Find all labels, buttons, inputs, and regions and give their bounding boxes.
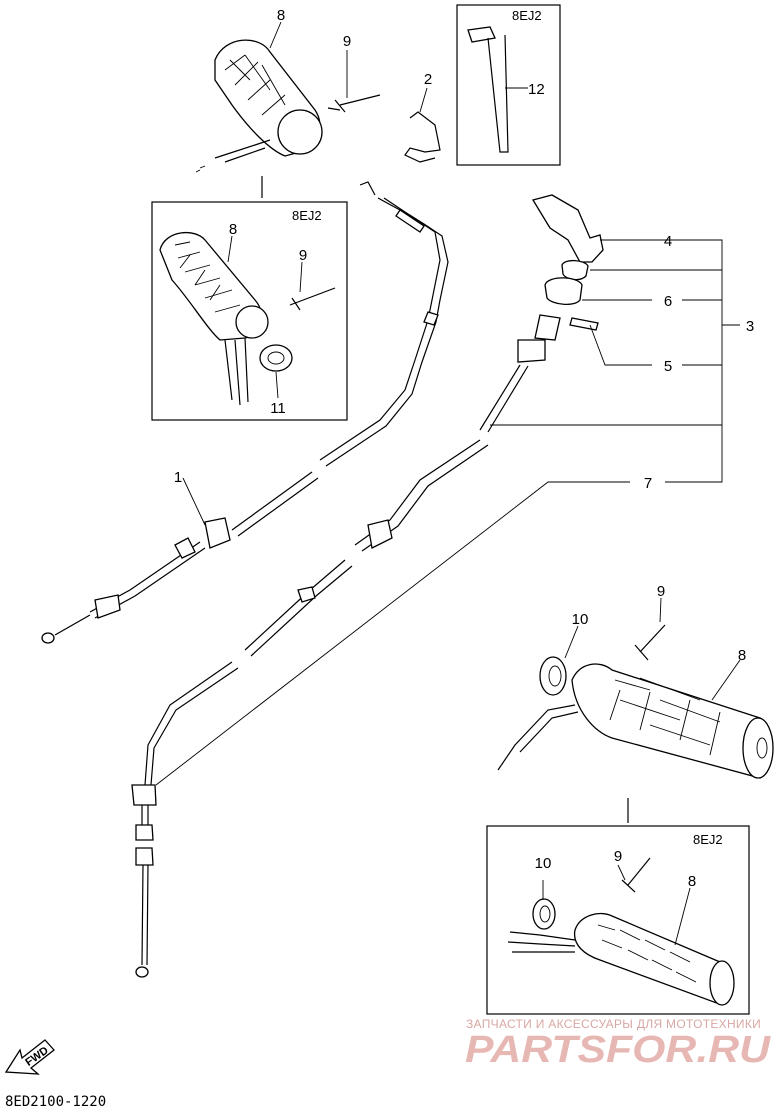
callout-1: 1: [174, 469, 182, 486]
callout-11: 11: [270, 400, 286, 417]
callout-9-bottom: 9: [614, 848, 622, 865]
fwd-arrow-icon: FWD: [4, 1039, 55, 1075]
watermark-subtitle: ЗАПЧАСТИ И АКСЕССУАРЫ ДЛЯ МОТОТЕХНИКИ: [466, 1017, 761, 1031]
callout-7: 7: [644, 475, 652, 492]
variant-box-left: [151, 201, 348, 421]
clutch-cable: [41, 181, 449, 644]
variant-tag-bottom-right: 8EJ2: [693, 832, 723, 847]
callout-12: 12: [528, 81, 545, 98]
top-left-grip-assembly: [195, 39, 381, 173]
throttle-cable: [131, 314, 561, 978]
callout-8-bottom: 8: [688, 873, 696, 890]
diagram-code: 8ED2100-1220: [5, 1094, 106, 1110]
variant-box-top-right: [456, 4, 561, 166]
variant-tag-left: 8EJ2: [292, 208, 322, 223]
callout-10-right: 10: [572, 611, 589, 628]
callout-9-left: 9: [299, 247, 307, 264]
right-grip-assembly: [497, 624, 774, 779]
callout-6: 6: [664, 293, 672, 310]
tie-strap-part: [467, 26, 509, 153]
watermark-brand: PARTSFOR.RU: [465, 1029, 772, 1071]
callout-8-right: 8: [738, 647, 746, 664]
variant-box-bottom-right: [486, 825, 750, 1015]
callout-4: 4: [664, 233, 672, 250]
left-box-grip-assembly: [159, 231, 336, 406]
throttle-housing-parts: [531, 194, 604, 331]
clip-part: [404, 111, 441, 163]
variant-tag-top-right: 8EJ2: [512, 8, 542, 23]
bottom-box-grip-assembly: [507, 857, 735, 1006]
callout-10-bottom: 10: [535, 855, 552, 872]
callout-9-top: 9: [343, 33, 351, 50]
callout-8-left: 8: [229, 221, 237, 238]
callout-9-right: 9: [657, 583, 665, 600]
callout-3: 3: [746, 318, 754, 335]
callout-5: 5: [664, 358, 672, 375]
callout-2: 2: [424, 71, 432, 88]
callout-8-top: 8: [277, 7, 285, 24]
